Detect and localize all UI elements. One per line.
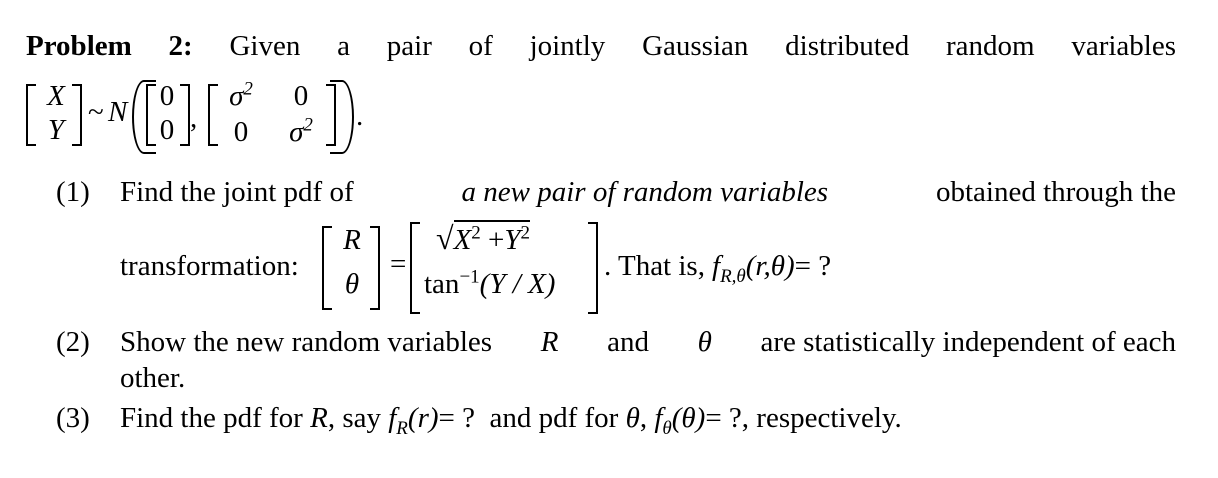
part3-line: Find the pdf for R, say fR(r)= ? and pdf… (120, 402, 902, 439)
word: variables (1071, 30, 1176, 62)
equals: = (390, 248, 407, 280)
part1-text-after: obtained through the (935, 176, 1176, 208)
tilde: ~ (88, 96, 104, 128)
bracket-left (322, 226, 332, 310)
bracket-left (208, 84, 218, 146)
word: distributed (785, 30, 910, 62)
word: jointly (529, 30, 606, 62)
cov-00: σ2 (229, 78, 253, 112)
word: random (945, 30, 1035, 62)
problem-header-line: Problem 2: Given a pair of jointly Gauss… (26, 30, 1176, 63)
comma: , (190, 102, 198, 134)
joint-pdf: fR,θ(r,θ)= ? (712, 250, 832, 287)
bracket-left (26, 84, 36, 146)
arctan-expression: tan−1(Y / X) (424, 266, 556, 300)
bracket-left (410, 222, 420, 314)
bracket-right (72, 84, 82, 146)
cov-10: 0 (233, 116, 249, 148)
mean-1: 0 (159, 114, 175, 146)
part1-line: Find the joint pdf of a new pair of rand… (120, 176, 1176, 209)
paren-left (132, 80, 156, 154)
word: of (468, 30, 493, 62)
part2-text-b: are statistically independent of each (760, 326, 1176, 358)
part1-text-before: Find the joint pdf of (120, 176, 354, 208)
word: a (337, 30, 350, 62)
cov-01: 0 (293, 80, 309, 112)
word: Gaussian (642, 30, 749, 62)
bracket-right (370, 226, 380, 310)
part2-and: and (607, 326, 649, 358)
period: . (356, 100, 364, 132)
part2-label: (2) (56, 326, 90, 358)
that-is: . That is, (604, 250, 705, 282)
var-R: R (540, 326, 559, 358)
bracket-right (180, 84, 190, 146)
bracket-right (588, 222, 598, 314)
word: Given (229, 30, 301, 62)
problem-label: Problem (26, 30, 132, 62)
word: pair (386, 30, 432, 62)
part1-text-italic: a new pair of random variables (461, 176, 829, 208)
transformation-label: transformation: (120, 250, 299, 282)
var-theta: θ (697, 326, 712, 358)
var-theta: θ (344, 268, 360, 300)
paren-right (330, 80, 354, 154)
var-y: Y (47, 114, 65, 146)
part3-label: (3) (56, 402, 90, 434)
part2-line: Show the new random variables R and θ ar… (120, 326, 1176, 359)
mean-0: 0 (159, 80, 175, 112)
part1-label: (1) (56, 176, 90, 208)
var-x: X (47, 80, 65, 112)
problem-number: 2: (168, 30, 193, 62)
var-R: R (343, 224, 361, 256)
bracket-left (146, 84, 156, 146)
sqrt-expression: √X2 +Y2 (436, 220, 531, 256)
normal-N: N (108, 96, 128, 128)
cov-11: σ2 (289, 114, 313, 148)
part2-line2: other. (120, 362, 186, 394)
part2-text-a: Show the new random variables (120, 326, 493, 358)
